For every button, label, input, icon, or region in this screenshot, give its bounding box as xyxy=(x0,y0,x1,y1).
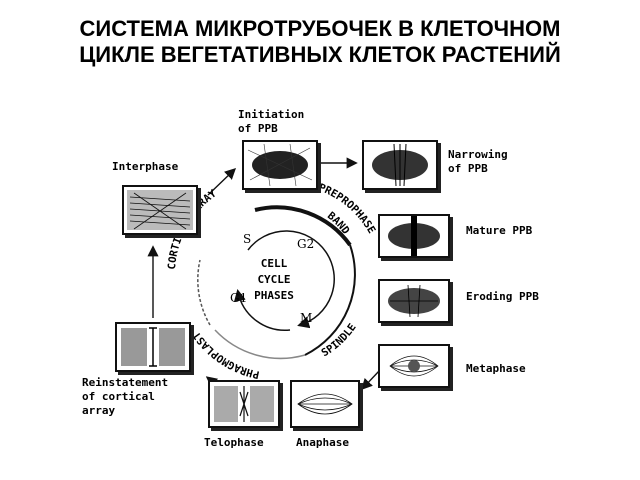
page-title-line-2: ЦИКЛЕ ВЕГЕТАТИВНЫХ КЛЕТОК РАСТЕНИЙ xyxy=(79,42,561,67)
label-metaphase: Metaphase xyxy=(466,362,526,375)
panel-eroding-ppb xyxy=(378,279,450,323)
label-interphase: Interphase xyxy=(112,160,179,173)
panel-interphase xyxy=(122,185,198,235)
label-anaphase: Anaphase xyxy=(296,436,349,449)
inner-cycle-arrow-2 xyxy=(233,289,291,332)
phase-g1: G1 xyxy=(230,291,247,305)
arrow-interphase-to-initiation xyxy=(207,168,237,196)
arrow-metaphase-to-anaphase xyxy=(361,369,381,391)
label-narrowing-1: Narrowing xyxy=(448,148,508,161)
label-initiation-2: of PPB xyxy=(238,122,278,135)
phase-m: M xyxy=(300,311,312,325)
label-reinstatement-3: array xyxy=(82,404,116,417)
phase-g2: G2 xyxy=(297,237,314,251)
label-initiation-1: Initiation xyxy=(238,108,305,121)
label-narrowing-2: of PPB xyxy=(448,162,488,175)
panel-initiation-ppb xyxy=(242,140,318,190)
arc-preprophase-band xyxy=(254,205,352,247)
page-title-line-1: СИСТЕМА МИКРОТРУБОЧЕК В КЛЕТОЧНОМ xyxy=(79,16,561,41)
arc-phragmoplast xyxy=(197,259,211,326)
panel-narrowing-ppb xyxy=(362,140,438,190)
arc-label-phragmoplast: PHRAGMOPLAST xyxy=(191,329,261,380)
center-label-cell: CELL xyxy=(261,257,288,270)
inner-cycle-arrow-1 xyxy=(247,230,335,329)
label-reinstatement-2: of cortical xyxy=(82,390,155,403)
center-label-cycle: CYCLE xyxy=(257,273,290,286)
label-mature-ppb: Mature PPB xyxy=(466,224,533,237)
panel-anaphase xyxy=(290,380,360,428)
label-reinstatement-1: Reinstatement xyxy=(82,376,169,389)
panel-metaphase xyxy=(378,344,450,388)
arc-spindle xyxy=(304,244,356,356)
arc-phragmoplast-lower xyxy=(214,329,306,360)
phase-s: S xyxy=(243,232,251,246)
label-eroding-ppb: Eroding PPB xyxy=(466,290,539,303)
center-label-phases: PHASES xyxy=(254,289,294,302)
panel-mature-ppb xyxy=(378,214,450,258)
panel-reinstatement xyxy=(115,322,191,372)
panel-telophase xyxy=(208,380,280,428)
label-telophase: Telophase xyxy=(204,436,264,449)
